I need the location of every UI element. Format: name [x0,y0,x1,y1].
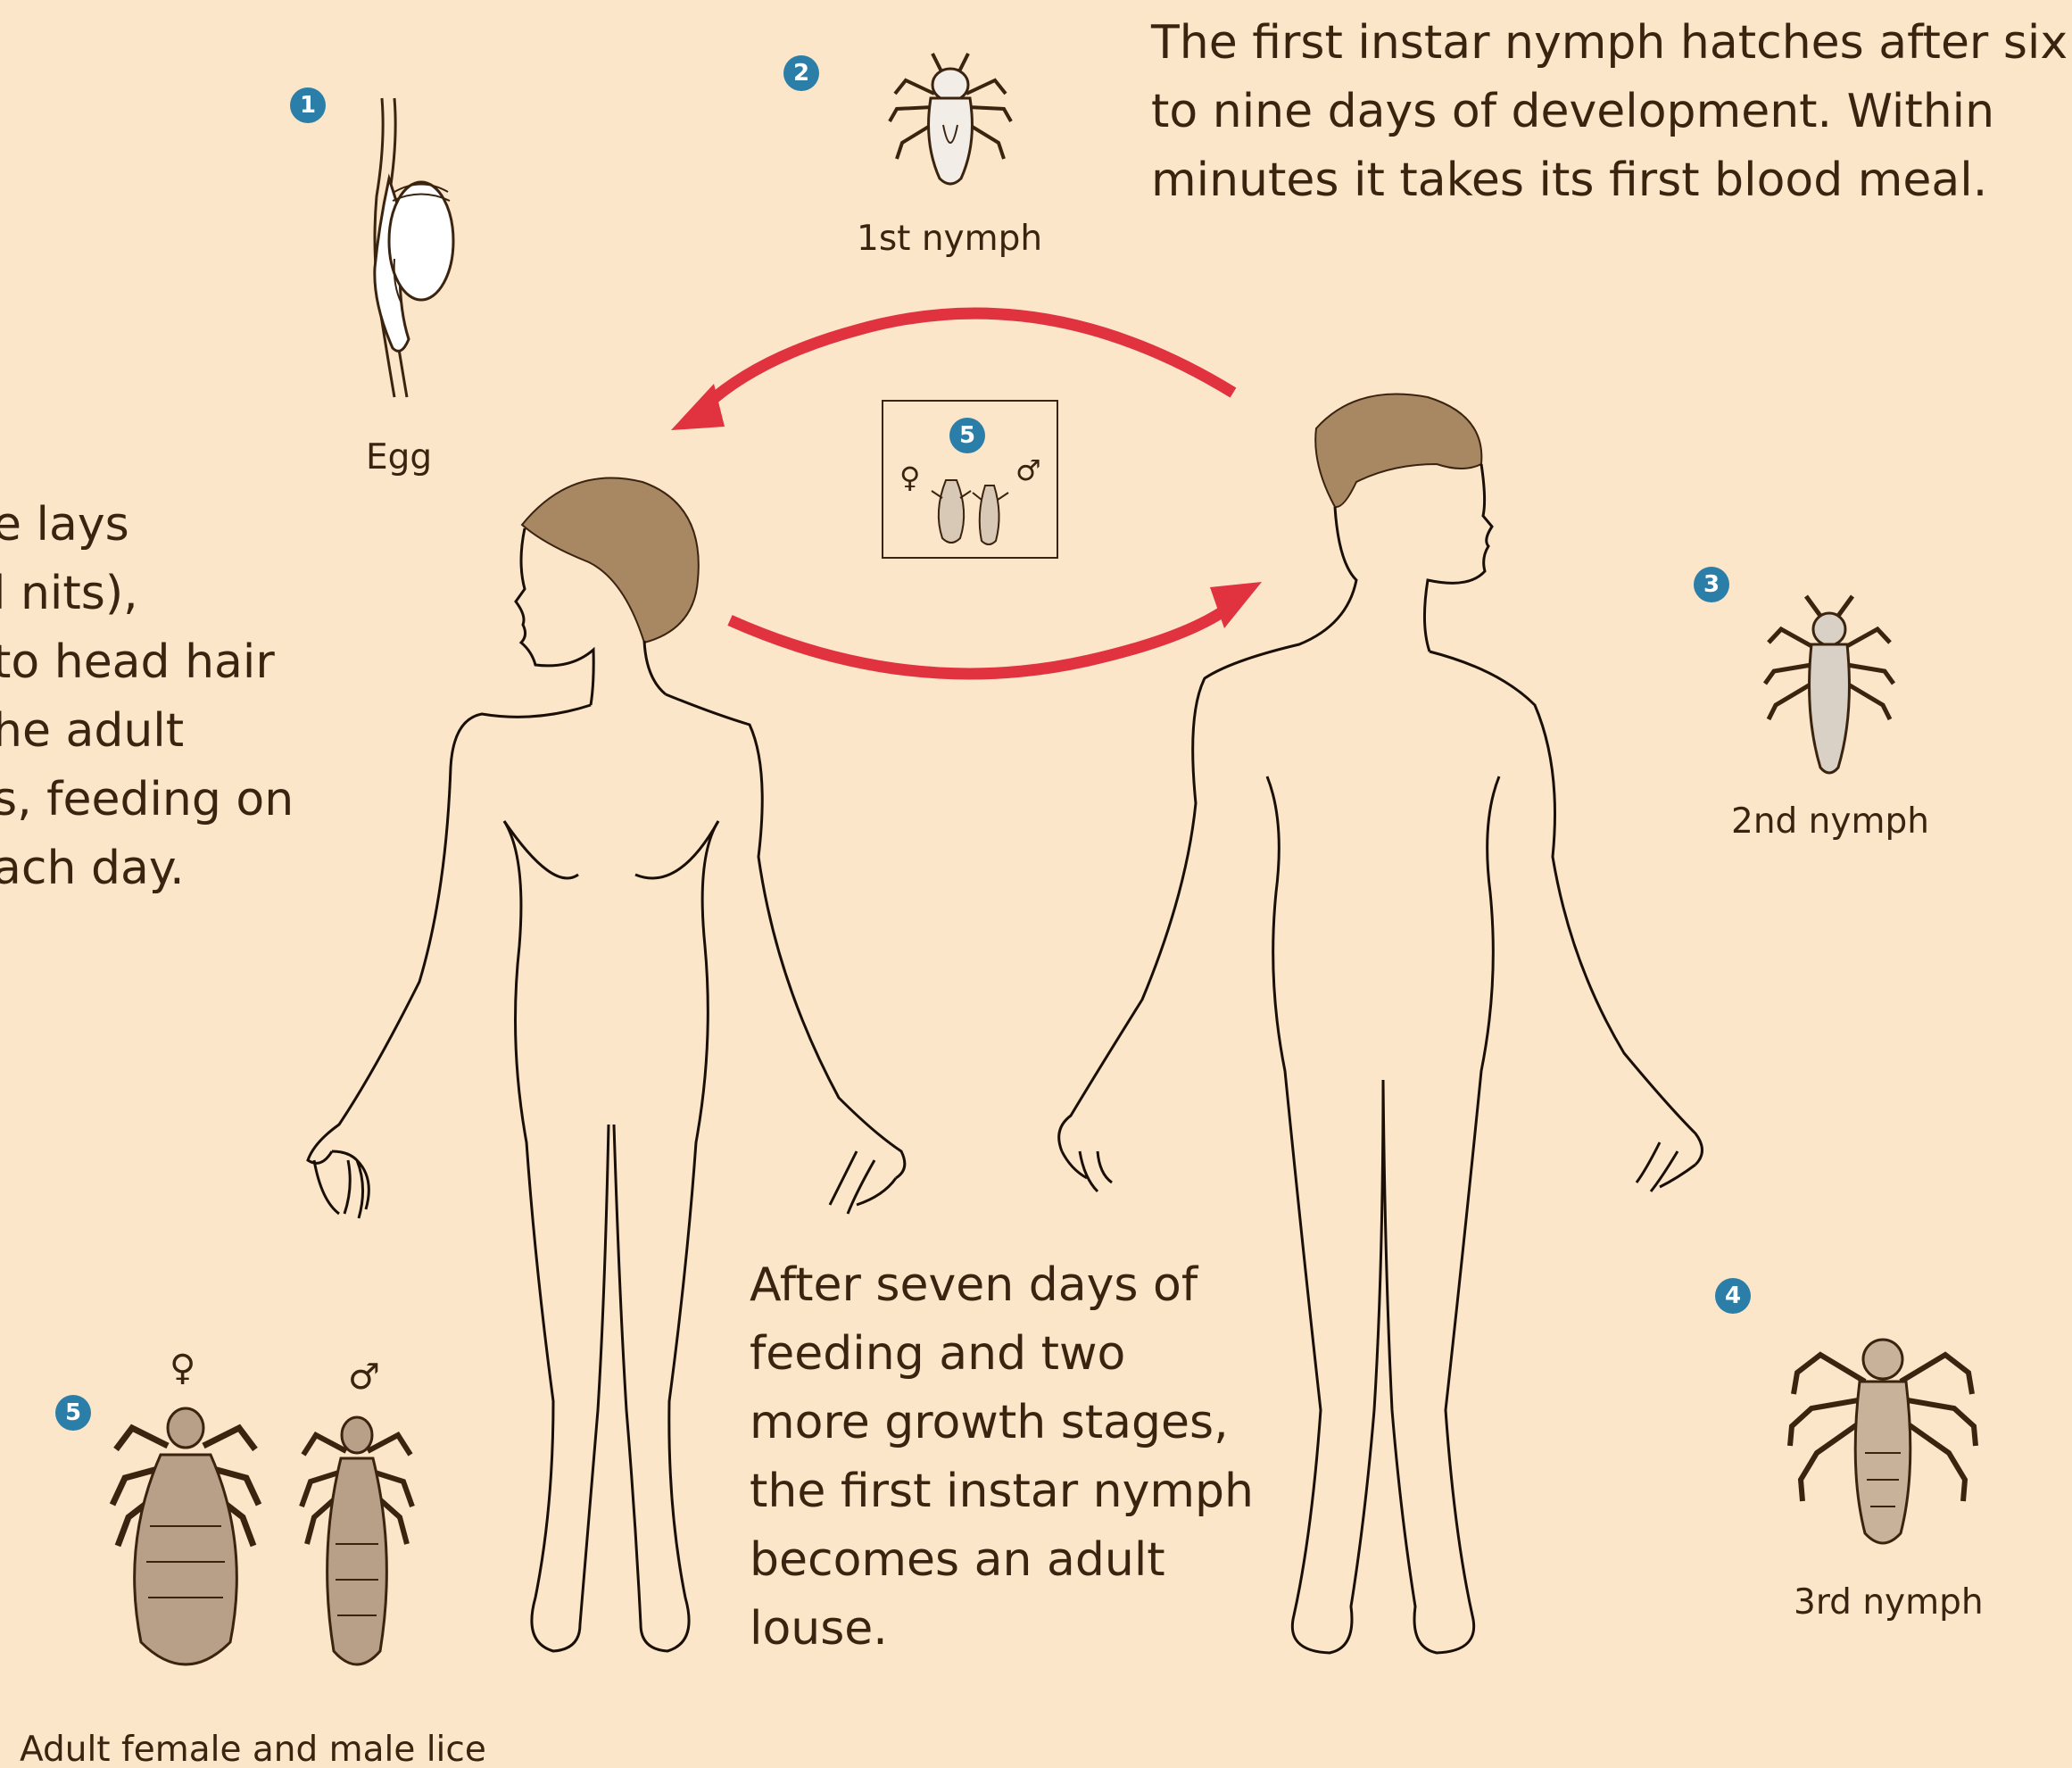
male-hair [1315,394,1481,508]
